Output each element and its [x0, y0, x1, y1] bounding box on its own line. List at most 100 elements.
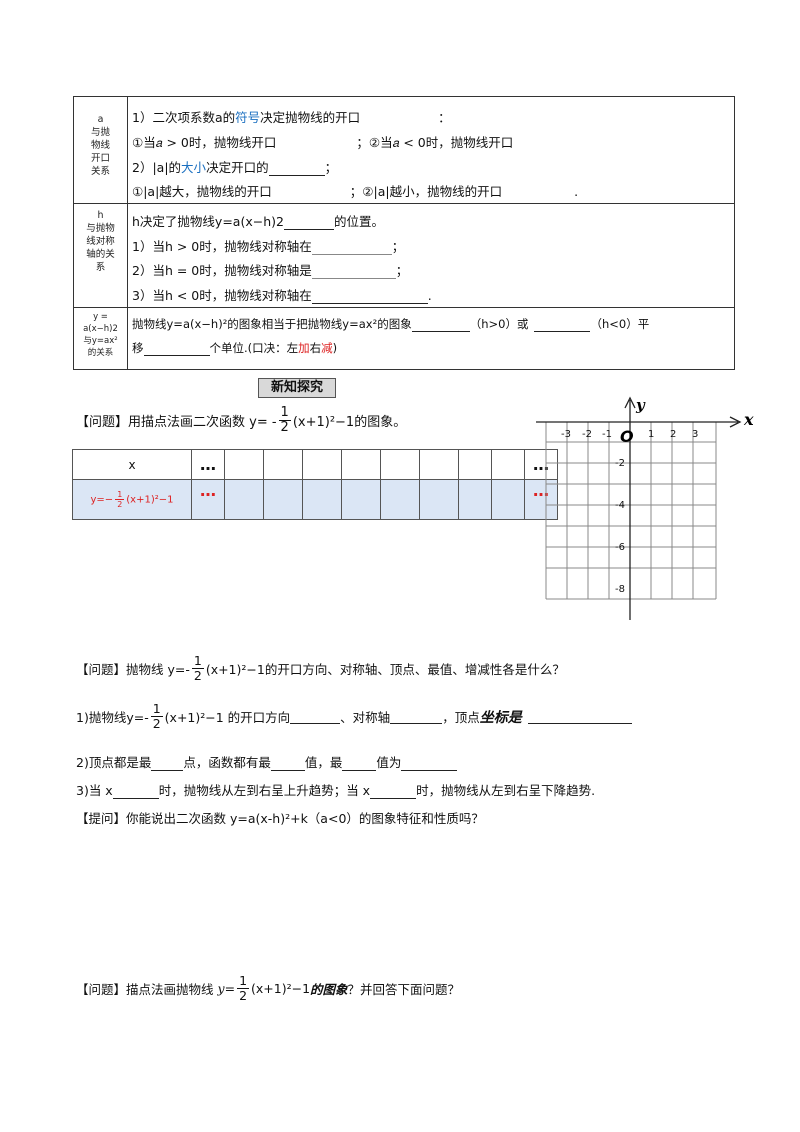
cell[interactable]	[224, 449, 264, 480]
blank[interactable]	[370, 784, 417, 799]
row2-line4: 3）当h < 0时，抛物线对称轴在.	[132, 285, 432, 304]
cell[interactable]	[491, 449, 525, 480]
denominator: 2	[239, 988, 248, 1003]
y-label: (x+1)²−1	[126, 494, 174, 506]
cell[interactable]	[380, 449, 420, 480]
cell[interactable]	[263, 479, 303, 520]
blank[interactable]	[401, 756, 458, 771]
header-line: 物线	[90, 140, 110, 151]
row3-line1: 抛物线y=a(x−h)²的图象相当于把抛物线y=ax²的图象（h>0）或（h<0…	[132, 316, 649, 332]
blank[interactable]	[390, 709, 443, 724]
cell[interactable]	[419, 449, 459, 480]
row3-line2: 移个单位.(口决：左加右减)	[132, 340, 337, 356]
text: 的位置。	[333, 214, 384, 229]
text: 、对称轴	[340, 710, 391, 725]
text: （h<0）平	[590, 317, 650, 331]
italic-text: 坐标是	[479, 709, 522, 726]
x-tick-label: -2	[582, 429, 592, 440]
header-line: a	[97, 114, 104, 125]
cell[interactable]	[341, 449, 381, 480]
cell[interactable]	[341, 479, 381, 520]
header-line: 关系	[90, 166, 110, 177]
text: 决定抛物线的开口	[260, 110, 361, 125]
text: ：	[438, 110, 451, 125]
text: 右	[309, 341, 322, 355]
cell: …	[191, 479, 225, 520]
blank[interactable]	[342, 756, 377, 771]
cell[interactable]	[302, 479, 342, 520]
cell[interactable]	[263, 449, 303, 480]
text: .	[427, 288, 432, 303]
text: 2)顶点都是最	[76, 755, 152, 770]
blank[interactable]	[527, 709, 632, 724]
text: (x+1)²−1	[251, 981, 311, 996]
cell[interactable]	[302, 449, 342, 480]
x-tick-label: 3	[692, 429, 698, 440]
header-line: 与y=ax²	[83, 336, 118, 346]
text: 值，最	[304, 755, 343, 770]
text: 【问题】抛物线 y=-	[76, 662, 190, 677]
table-row-x: x … …	[72, 449, 558, 480]
text: ①当𝑎 > 0时，抛物线开口	[132, 135, 277, 150]
cell[interactable]	[380, 479, 420, 520]
row2-header: h 与抛物 线对称 轴的关 系	[74, 209, 127, 274]
section-title: 新知探究	[258, 378, 336, 398]
text: 【提问】你能说出二次函数 y=a(x-h)²+k（a<0）的图象特征和性质吗？	[76, 811, 484, 826]
ellipsis: …	[533, 455, 549, 474]
text: 点，函数都有最	[183, 755, 271, 770]
text: .	[574, 184, 579, 199]
x-tick-label: 1	[648, 429, 654, 440]
y-tick-label: -4	[615, 500, 625, 511]
text: ？并回答下面问题？	[347, 982, 461, 997]
cell[interactable]	[458, 479, 492, 520]
cell[interactable]	[491, 479, 525, 520]
blank[interactable]	[290, 709, 341, 724]
red-text: 减	[321, 341, 333, 355]
header-line: a(x−h)2	[83, 324, 118, 334]
y-tick-label: -6	[615, 542, 625, 553]
y-tick-label: -2	[615, 458, 625, 469]
row2-line2: 1）当h > 0时，抛物线对称轴在；	[132, 236, 404, 255]
header-line: 的关系	[87, 348, 114, 358]
cell: …	[191, 449, 225, 480]
cell[interactable]	[419, 479, 459, 520]
text: ；②|a|越小，抛物线的开口	[349, 184, 503, 199]
header-line: 与抛	[90, 127, 110, 138]
blank[interactable]	[112, 784, 159, 799]
cell[interactable]	[458, 449, 492, 480]
header-line: 开口	[90, 153, 110, 164]
section-title-text: 新知探究	[270, 380, 323, 395]
text: 3）当h < 0时，抛物线对称轴在	[132, 288, 312, 303]
cell[interactable]	[224, 479, 264, 520]
blank[interactable]	[270, 756, 305, 771]
denominator: 2	[117, 500, 123, 509]
text: 【问题】用描点法画二次函数 y= -	[76, 415, 277, 430]
y-tick-label: -8	[615, 584, 625, 595]
numerator: 1	[278, 405, 291, 421]
highlight-text: 大小	[181, 160, 207, 175]
numerator: 1	[237, 973, 250, 989]
x-tick-label: 2	[670, 429, 676, 440]
grid-lines	[545, 422, 717, 600]
ellipsis: …	[533, 481, 549, 500]
row3-header: y = a(x−h)2 与y=ax² 的关系	[74, 311, 127, 359]
coordinate-grid: x y O -3 -2 -1 1 2 3 -2 -4 -6 -8	[536, 396, 754, 620]
blank[interactable]	[151, 756, 184, 771]
origin-label: O	[620, 427, 634, 446]
text: 抛物线y=a(x−h)²的图象相当于把抛物线y=ax²的图象	[132, 317, 412, 331]
header-line: 与抛物	[86, 223, 115, 234]
text: 【问题】描点法画抛物线	[76, 982, 214, 997]
header-line: y =	[93, 312, 108, 322]
highlight-text: 符号	[235, 110, 261, 125]
x-tick-label: -3	[561, 429, 571, 440]
text: h决定了抛物线y=a(x−h)2	[132, 214, 284, 229]
text: 1）二次项系数a的	[132, 110, 236, 125]
